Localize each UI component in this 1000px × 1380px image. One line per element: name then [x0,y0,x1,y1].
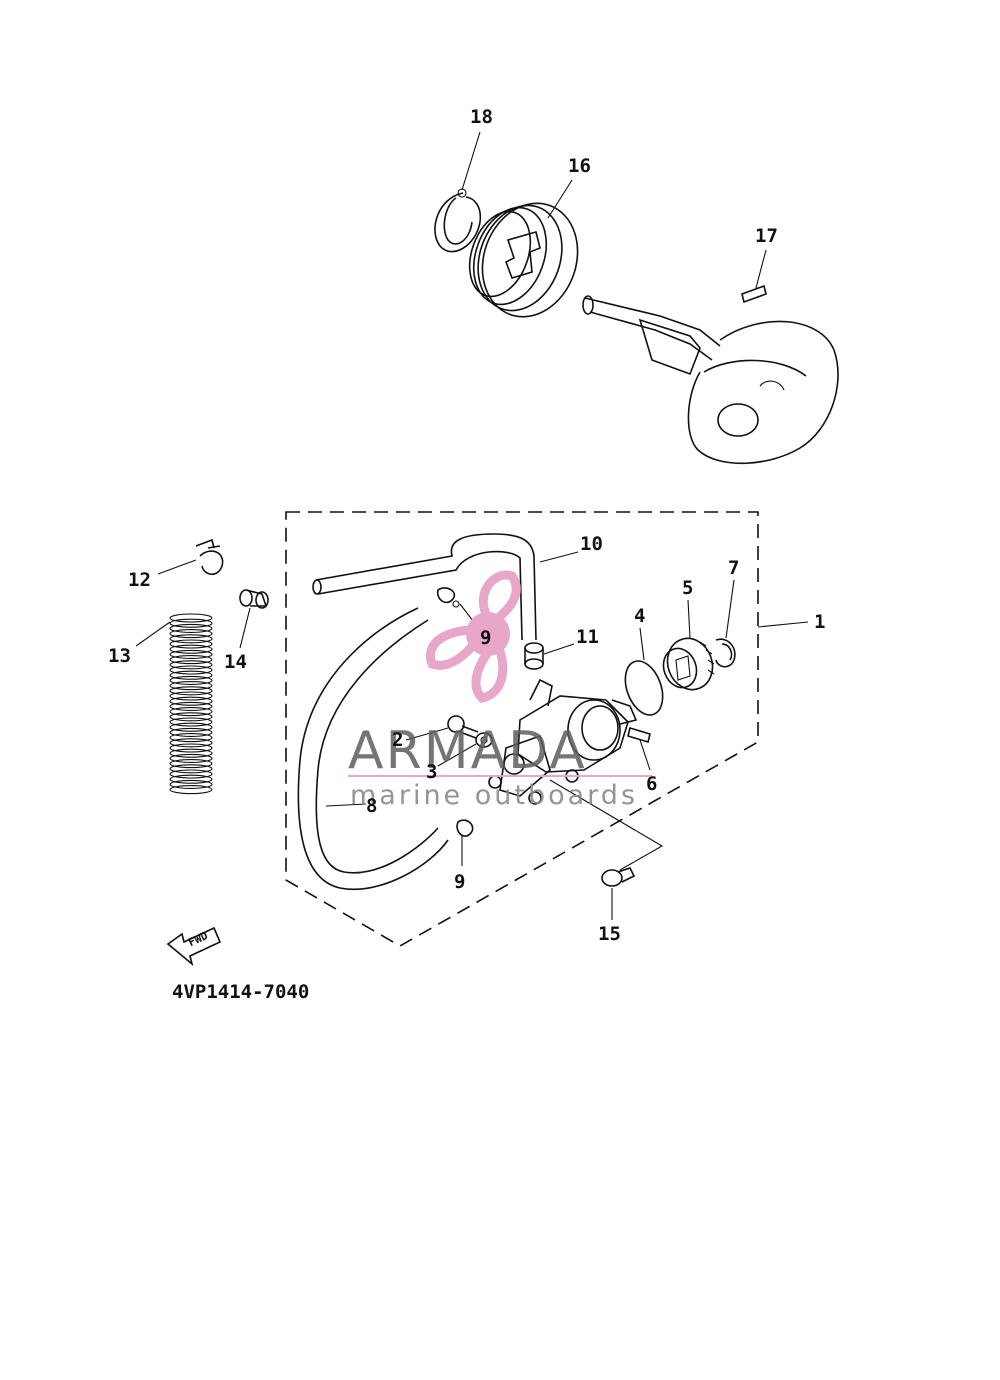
part-12-clamp [195,538,224,576]
label-9-lower: 9 [454,871,465,893]
shaft-and-housing [582,295,839,465]
propeller-logo-icon [425,570,521,703]
label-12: 12 [128,569,151,591]
part-code: 4VP1414-7040 [172,981,309,1003]
part-9-clip-lower [456,819,474,837]
label-15: 15 [598,923,621,945]
label-7: 7 [728,557,739,579]
label-9-upper: 9 [480,627,491,649]
label-16: 16 [568,155,591,177]
label-3: 3 [426,761,437,783]
part-10-hose [312,533,537,641]
kit-boundary [285,511,759,947]
part-8-hose [297,607,449,891]
label-11: 11 [576,626,599,648]
label-2: 2 [392,729,403,751]
label-10: 10 [580,533,603,555]
label-6: 6 [646,773,657,795]
part-16-pulley [468,202,579,318]
part-3-washer [475,732,493,748]
part-14-sleeve [239,589,269,609]
fwd-arrow-icon: FWD [166,926,222,967]
part-7-clip [715,638,736,668]
part-15-screw [601,867,636,887]
label-1: 1 [814,611,825,633]
pump-body [488,678,638,805]
label-5: 5 [682,577,693,599]
part-4-o-ring [624,660,664,716]
part-17-pin [741,284,767,304]
watermark-brand: ARMADA [348,721,587,781]
part-18-circlip [434,188,482,253]
label-13: 13 [108,645,131,667]
part-13-spring [169,613,213,795]
label-17: 17 [755,225,778,247]
watermark-tagline: marine outboards [350,780,638,811]
part-9-clip-upper [436,587,460,608]
label-8: 8 [366,795,377,817]
label-18: 18 [470,106,493,128]
armada-watermark: ARMADA marine outboards [348,570,652,811]
part-11-fitting [524,642,544,670]
label-14: 14 [224,651,247,673]
part-6-pin [627,726,651,744]
part-2-bolt [447,715,479,739]
label-4: 4 [634,605,645,627]
part-5-gear [662,637,715,691]
